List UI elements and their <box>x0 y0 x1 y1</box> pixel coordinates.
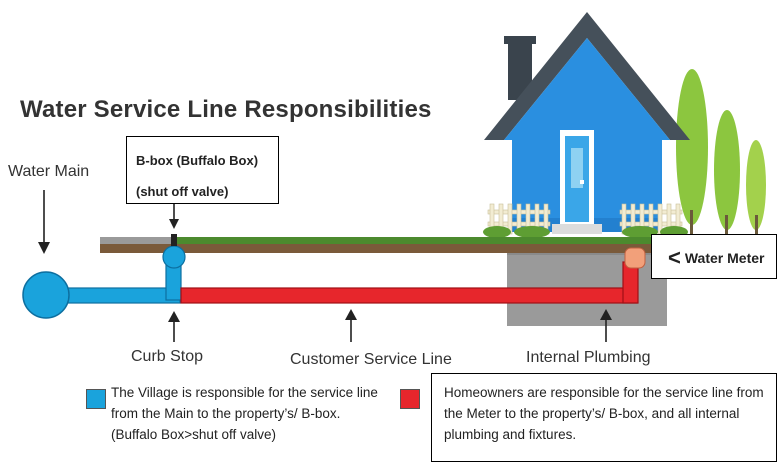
left-arrow-icon: < <box>668 245 681 270</box>
internal-plumbing-label: Internal Plumbing <box>526 349 651 366</box>
bbox-callout: B-box (Buffalo Box) (shut off valve) <box>126 136 279 204</box>
customer-service-line <box>180 247 646 304</box>
homeowner-legend-text: Homeowners are responsible for the servi… <box>444 385 764 442</box>
village-legend-swatch <box>86 389 106 409</box>
tree-icons <box>676 69 766 237</box>
bbox-label-line2: (shut off valve) <box>136 184 229 199</box>
village-legend-text: The Village is responsible for the servi… <box>111 385 378 442</box>
bbox-label-line1: B-box (Buffalo Box) <box>136 153 259 168</box>
water-main-label: Water Main <box>8 163 90 180</box>
arrow-icons <box>38 190 612 342</box>
curb-stop-label: Curb Stop <box>131 348 204 365</box>
ground <box>100 237 740 253</box>
fence-icons <box>487 203 683 235</box>
village-service-line <box>22 234 186 319</box>
water-meter-label: Water Meter <box>684 250 765 266</box>
house-icon <box>484 12 690 234</box>
homeowner-legend-box: Homeowners are responsible for the servi… <box>431 373 777 462</box>
homeowner-legend-swatch <box>400 389 420 409</box>
customer-service-line-label: Customer Service Line <box>290 351 452 368</box>
water-meter-callout: <Water Meter <box>651 234 777 279</box>
page-title: Water Service Line Responsibilities <box>20 96 432 123</box>
